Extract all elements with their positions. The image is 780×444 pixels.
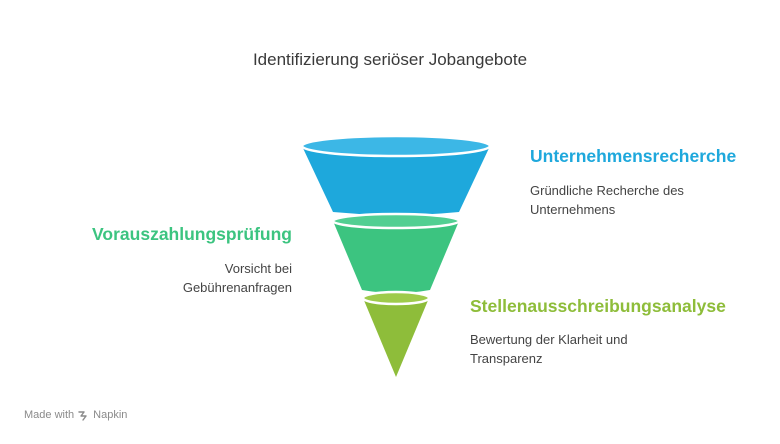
funnel-segment-1 [300, 134, 492, 215]
funnel-segment-3 [361, 290, 431, 377]
stage-description-3: Bewertung der Klarheit und Transparenz [470, 332, 628, 366]
stage-heading-vorauszahlungspruefung: Vorauszahlungsprüfung [92, 224, 292, 244]
diagram-title: Identifizierung seriöser Jobangebote [252, 50, 528, 69]
stage-description-1: Gründliche Recherche des Unternehmens [530, 183, 684, 217]
made-with-napkin-footer[interactable]: Made with Napkin [24, 409, 127, 421]
napkin-logo-icon [78, 410, 87, 421]
made-with-label: Made with [24, 409, 75, 421]
napkin-brand-label: Napkin [93, 409, 128, 421]
stage-description-2: Vorsicht bei Gebührenanfragen [182, 261, 292, 295]
funnel-segment-2 [331, 212, 461, 293]
stage-heading-stellenausschreibungsanalyse: Stellenausschreibungsanalyse [470, 296, 726, 316]
stage-heading-unternehmensrecherche: Unternehmensrecherche [530, 146, 737, 166]
